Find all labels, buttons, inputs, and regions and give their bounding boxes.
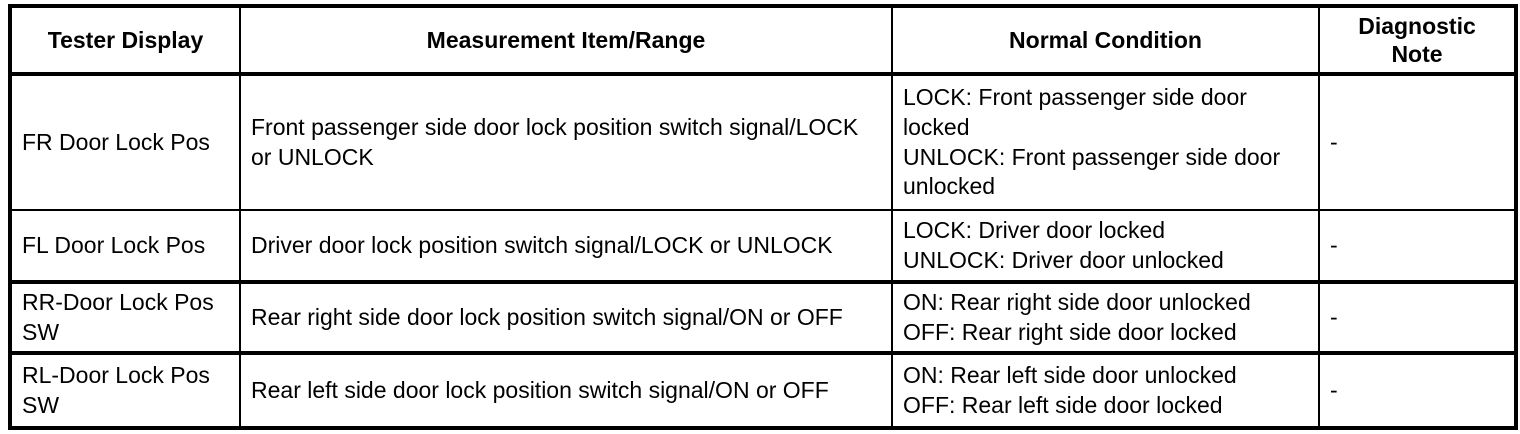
table-row: RL-Door Lock Pos SW Rear left side door …	[10, 353, 1516, 428]
table-header: Tester Display Measurement Item/Range No…	[10, 6, 1516, 76]
condition-line-1: LOCK: Front passenger side door locked	[903, 83, 1247, 140]
cell-normal-condition: ON: Rear left side door unlocked OFF: Re…	[892, 353, 1320, 428]
cell-tester-display: RL-Door Lock Pos SW	[10, 353, 241, 428]
condition-line-1: ON: Rear left side door unlocked	[903, 361, 1237, 388]
cell-tester-display: FL Door Lock Pos	[10, 210, 241, 284]
cell-diagnostic-note: -	[1319, 282, 1516, 355]
column-header-normal-condition: Normal Condition	[892, 6, 1320, 76]
condition-line-2: UNLOCK: Driver door unlocked	[903, 246, 1224, 273]
cell-diagnostic-note: -	[1319, 210, 1516, 284]
diagnostic-note-line-1: Diagnostic	[1358, 12, 1476, 39]
cell-measurement: Driver door lock position switch signal/…	[240, 210, 893, 284]
cell-tester-display: FR Door Lock Pos	[10, 74, 241, 211]
diagnostic-note-value: -	[1330, 231, 1338, 258]
cell-normal-condition: ON: Rear right side door unlocked OFF: R…	[892, 282, 1320, 355]
cell-normal-condition: LOCK: Front passenger side door locked U…	[892, 74, 1320, 211]
diagnostic-note-line-2: Note	[1391, 41, 1443, 67]
table-body: FR Door Lock Pos Front passenger side do…	[10, 74, 1516, 428]
header-row: Tester Display Measurement Item/Range No…	[10, 6, 1516, 76]
column-header-measurement-item-range: Measurement Item/Range	[240, 6, 893, 76]
condition-line-1: ON: Rear right side door unlocked	[903, 288, 1251, 315]
table-row: FR Door Lock Pos Front passenger side do…	[10, 74, 1516, 211]
diagnostic-note-value: -	[1330, 128, 1338, 155]
cell-measurement: Rear right side door lock position switc…	[240, 282, 893, 355]
column-header-diagnostic-note: Diagnostic Note	[1319, 6, 1516, 76]
table-row: RR-Door Lock Pos SW Rear right side door…	[10, 282, 1516, 355]
condition-line-2: UNLOCK: Front passenger side door unlock…	[903, 143, 1281, 200]
diagnostic-note-value: -	[1330, 376, 1338, 403]
column-header-tester-display: Tester Display	[10, 6, 241, 76]
condition-line-2: OFF: Rear right side door locked	[903, 318, 1237, 345]
tester-display-table: Tester Display Measurement Item/Range No…	[8, 4, 1518, 430]
diagnostic-note-value: -	[1330, 303, 1338, 330]
condition-line-2: OFF: Rear left side door locked	[903, 391, 1223, 418]
cell-diagnostic-note: -	[1319, 74, 1516, 211]
cell-measurement: Rear left side door lock position switch…	[240, 353, 893, 428]
condition-line-1: LOCK: Driver door locked	[903, 216, 1166, 243]
cell-tester-display: RR-Door Lock Pos SW	[10, 282, 241, 355]
cell-diagnostic-note: -	[1319, 353, 1516, 428]
cell-normal-condition: LOCK: Driver door locked UNLOCK: Driver …	[892, 210, 1320, 284]
table-row: FL Door Lock Pos Driver door lock positi…	[10, 210, 1516, 284]
cell-measurement: Front passenger side door lock position …	[240, 74, 893, 211]
